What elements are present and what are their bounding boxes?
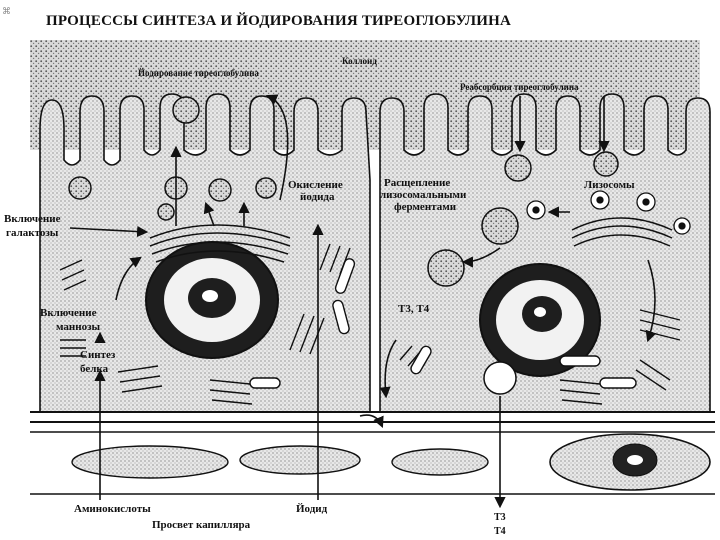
basement-membrane [30, 411, 715, 433]
label-amino-acids: Аминокислоты [74, 503, 151, 515]
golgi-right [571, 217, 673, 247]
label-t3-out: Т3 [494, 512, 506, 523]
label-cleavage-2: лизосомальными [380, 189, 467, 201]
label-galactose-1: Включение [4, 213, 61, 225]
corner-mark: ⌘ [2, 6, 11, 16]
label-mannose-2: маннозы [56, 321, 101, 333]
label-capillary: Просвет капилляра [152, 519, 251, 531]
label-galactose-2: галактозы [6, 227, 59, 239]
golgi-left [149, 224, 291, 263]
title-bar: ⌘ ПРОЦЕССЫ СИНТЕЗА И ЙОДИРОВАНИЯ ТИРЕОГЛ… [0, 0, 720, 40]
mitochondria [249, 258, 637, 389]
label-protein-1: Синтез [80, 349, 116, 361]
label-mannose-1: Включение [40, 307, 97, 319]
label-t4-out: Т4 [494, 526, 506, 537]
slide-title: ПРОЦЕССЫ СИНТЕЗА И ЙОДИРОВАНИЯ ТИРЕОГЛОБ… [46, 13, 512, 29]
label-iodination: Йодирование тиреоглобулина [138, 68, 259, 78]
label-colloid: Коллоид [342, 56, 377, 66]
label-oxidation-1: Окисление [288, 179, 343, 191]
lysosomes [526, 190, 691, 235]
labels: Коллоид Йодирование тиреоглобулина Реабс… [4, 56, 635, 537]
label-cleavage-3: ферментами [394, 201, 457, 213]
label-iodide: Йодид [296, 503, 328, 515]
label-reabsorption: Реабсорбция тиреоглобулина [460, 82, 579, 92]
capillary-endothelium [30, 433, 715, 495]
cell-right [379, 93, 711, 413]
nucleus-right [479, 263, 601, 377]
nucleus-left [145, 241, 279, 359]
label-cleavage-1: Расщепление [384, 177, 450, 189]
vesicles [68, 96, 619, 395]
er-left [59, 243, 351, 405]
label-t3t4-cell: Т3, Т4 [398, 303, 430, 315]
label-protein-2: белка [80, 363, 109, 375]
pathway-arrows [69, 94, 657, 509]
label-lysosomes: Лизосомы [584, 179, 635, 191]
label-oxidation-2: йодида [300, 191, 335, 203]
